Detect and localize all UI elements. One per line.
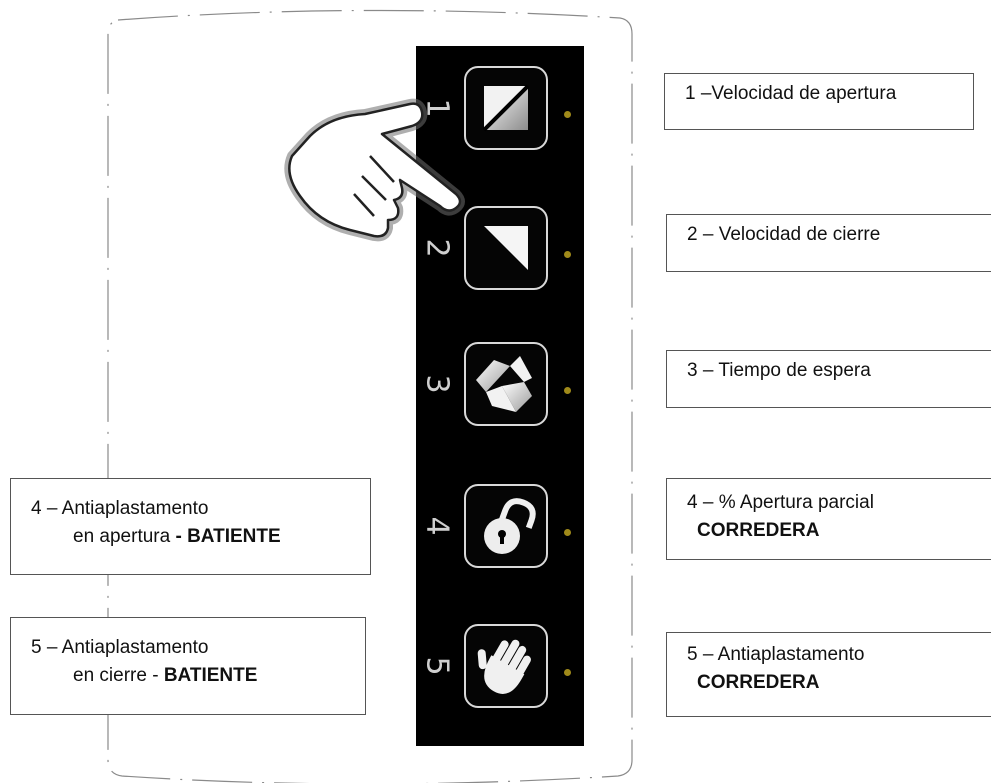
label-closing-speed: 2 – Velocidad de cierre — [666, 214, 991, 272]
label-anti-crush-opening-line2b: - BATIENTE — [175, 526, 281, 547]
status-led-2 — [564, 251, 571, 258]
wait-time-icon — [476, 356, 532, 412]
button-number-4: 4 — [420, 516, 455, 536]
wait-time-button[interactable] — [464, 342, 548, 426]
status-led-3 — [564, 387, 571, 394]
button-number-5: 5 — [420, 656, 455, 676]
label-anti-crush-sliding-line1: 5 – Antiaplastamento — [687, 644, 865, 665]
label-anti-crush-closing-swing: 5 – Antiaplastamento en cierre - BATIENT… — [10, 617, 366, 715]
label-anti-crush-closing-line2b: BATIENTE — [163, 665, 258, 686]
padlock-button[interactable] — [464, 484, 548, 568]
pointing-hand-icon — [284, 98, 465, 242]
hand-icon — [477, 639, 531, 694]
label-wait-time: 3 – Tiempo de espera — [666, 350, 991, 408]
label-anti-crush-opening-line2a: en apertura — [73, 526, 176, 547]
status-led-4 — [564, 529, 571, 536]
status-led-5 — [564, 669, 571, 676]
opening-speed-button[interactable] — [464, 66, 548, 150]
hand-button[interactable] — [464, 624, 548, 708]
label-opening-speed-text: 1 –Velocidad de apertura — [685, 83, 897, 104]
button-number-3: 3 — [420, 374, 455, 394]
opening-speed-icon — [482, 84, 530, 132]
status-led-1 — [564, 111, 571, 118]
label-anti-crush-closing-line2a: en cierre - — [73, 665, 164, 686]
closing-speed-icon — [484, 226, 528, 270]
control-panel: 1 2 3 — [416, 46, 584, 746]
label-partial-opening: 4 – % Apertura parcial CORREDERA — [666, 478, 991, 560]
padlock-icon — [484, 498, 536, 554]
label-partial-opening-line2: CORREDERA — [697, 520, 820, 541]
label-anti-crush-sliding: 5 – Antiaplastamento CORREDERA — [666, 632, 991, 717]
label-wait-time-text: 3 – Tiempo de espera — [687, 360, 871, 381]
label-anti-crush-closing-line1: 5 – Antiaplastamento — [31, 637, 209, 658]
label-anti-crush-sliding-line2: CORREDERA — [697, 672, 820, 693]
label-opening-speed: 1 –Velocidad de apertura — [664, 73, 974, 130]
label-closing-speed-text: 2 – Velocidad de cierre — [687, 224, 881, 245]
label-partial-opening-line1: 4 – % Apertura parcial — [687, 492, 874, 513]
label-anti-crush-opening-line1: 4 – Antiaplastamento — [31, 498, 209, 519]
label-anti-crush-opening-swing: 4 – Antiaplastamento en apertura - BATIE… — [10, 478, 371, 575]
closing-speed-button[interactable] — [464, 206, 548, 290]
